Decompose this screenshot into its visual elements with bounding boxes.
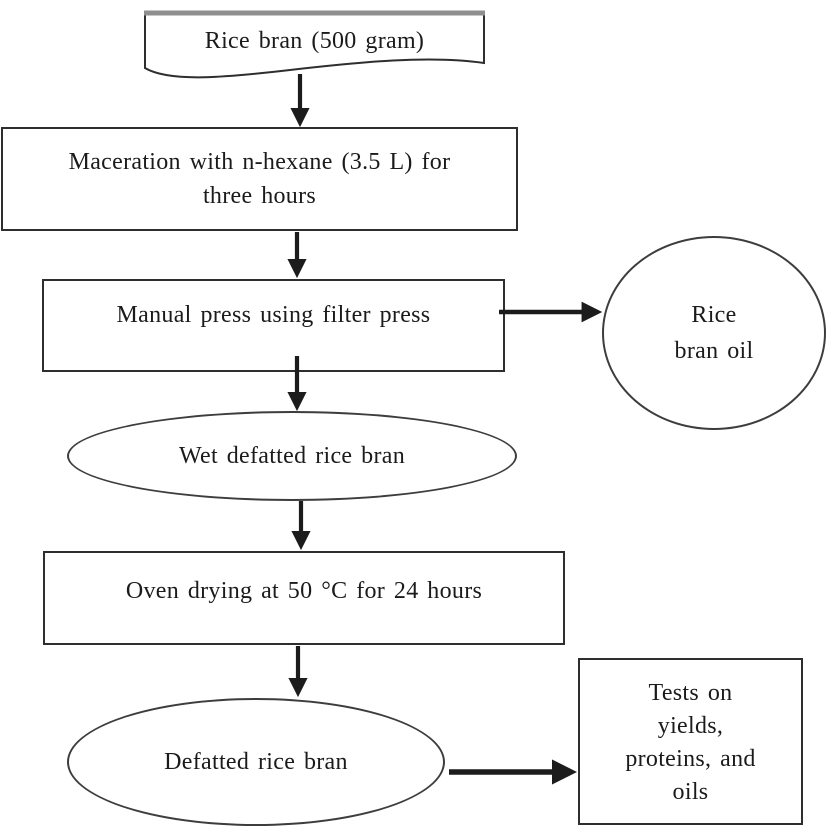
maceration-label: Maceration with n-hexane (3.5 L) for thr…: [68, 149, 451, 209]
flowchart-node-wet-defatted-rice-bran: Wet defatted rice bran: [67, 411, 517, 501]
flowchart-node-defatted-rice-bran: Defatted rice bran: [67, 698, 445, 826]
flowchart-node-maceration: Maceration with n-hexane (3.5 L) for thr…: [1, 127, 518, 231]
flowchart-node-manual-press: Manual press using filter press: [42, 279, 505, 372]
flowchart-node-tests: Tests on yields, proteins, and oils: [578, 658, 803, 825]
tests-label: Tests on yields, proteins, and oils: [625, 680, 756, 805]
defatted-label: Defatted rice bran: [164, 749, 348, 775]
rice-bran-label: Rice bran (500 gram): [204, 28, 425, 54]
flowchart-node-oven-drying: Oven drying at 50 °C for 24 hours: [43, 551, 565, 645]
wet-defatted-label: Wet defatted rice bran: [178, 443, 406, 469]
flowchart-node-rice-bran: Rice bran (500 gram): [145, 11, 484, 71]
flowchart-node-rice-bran-oil: Rice bran oil: [602, 236, 826, 430]
manual-press-label: Manual press using filter press: [116, 302, 431, 328]
oven-drying-label: Oven drying at 50 °C for 24 hours: [125, 578, 483, 604]
rice-bran-oil-label: Rice bran oil: [674, 302, 754, 364]
